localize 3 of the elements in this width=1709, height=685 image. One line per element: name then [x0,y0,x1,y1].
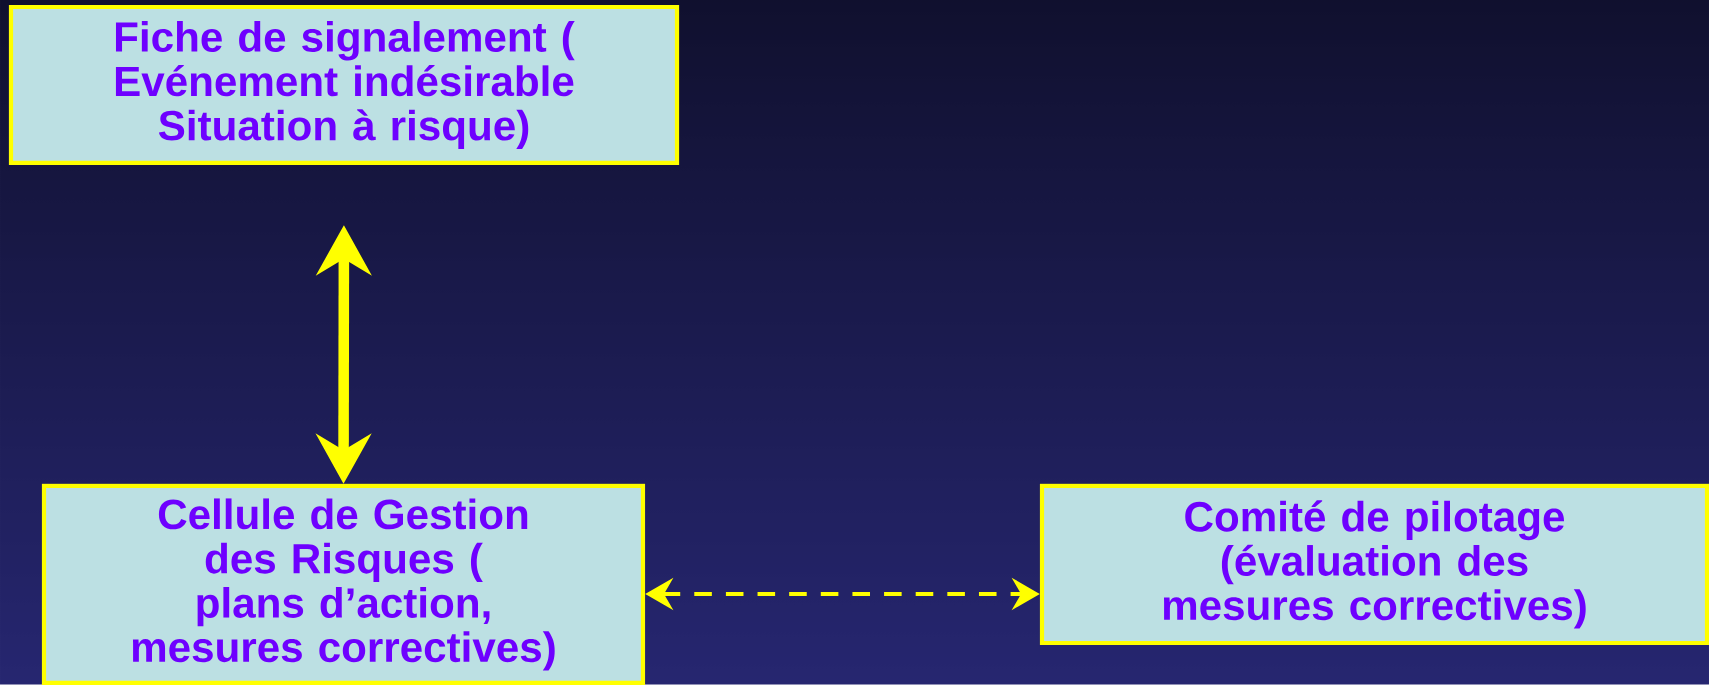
process-box: Fiche de signalement ( Evénement indésirable Situation à risque) [8,4,680,166]
process-box: Comité de pilotage (évaluation des mesures correctives) [1039,483,1709,646]
process-box: Cellule de Gestion des Risques ( plans d’action, mesures correctives) [41,483,646,685]
